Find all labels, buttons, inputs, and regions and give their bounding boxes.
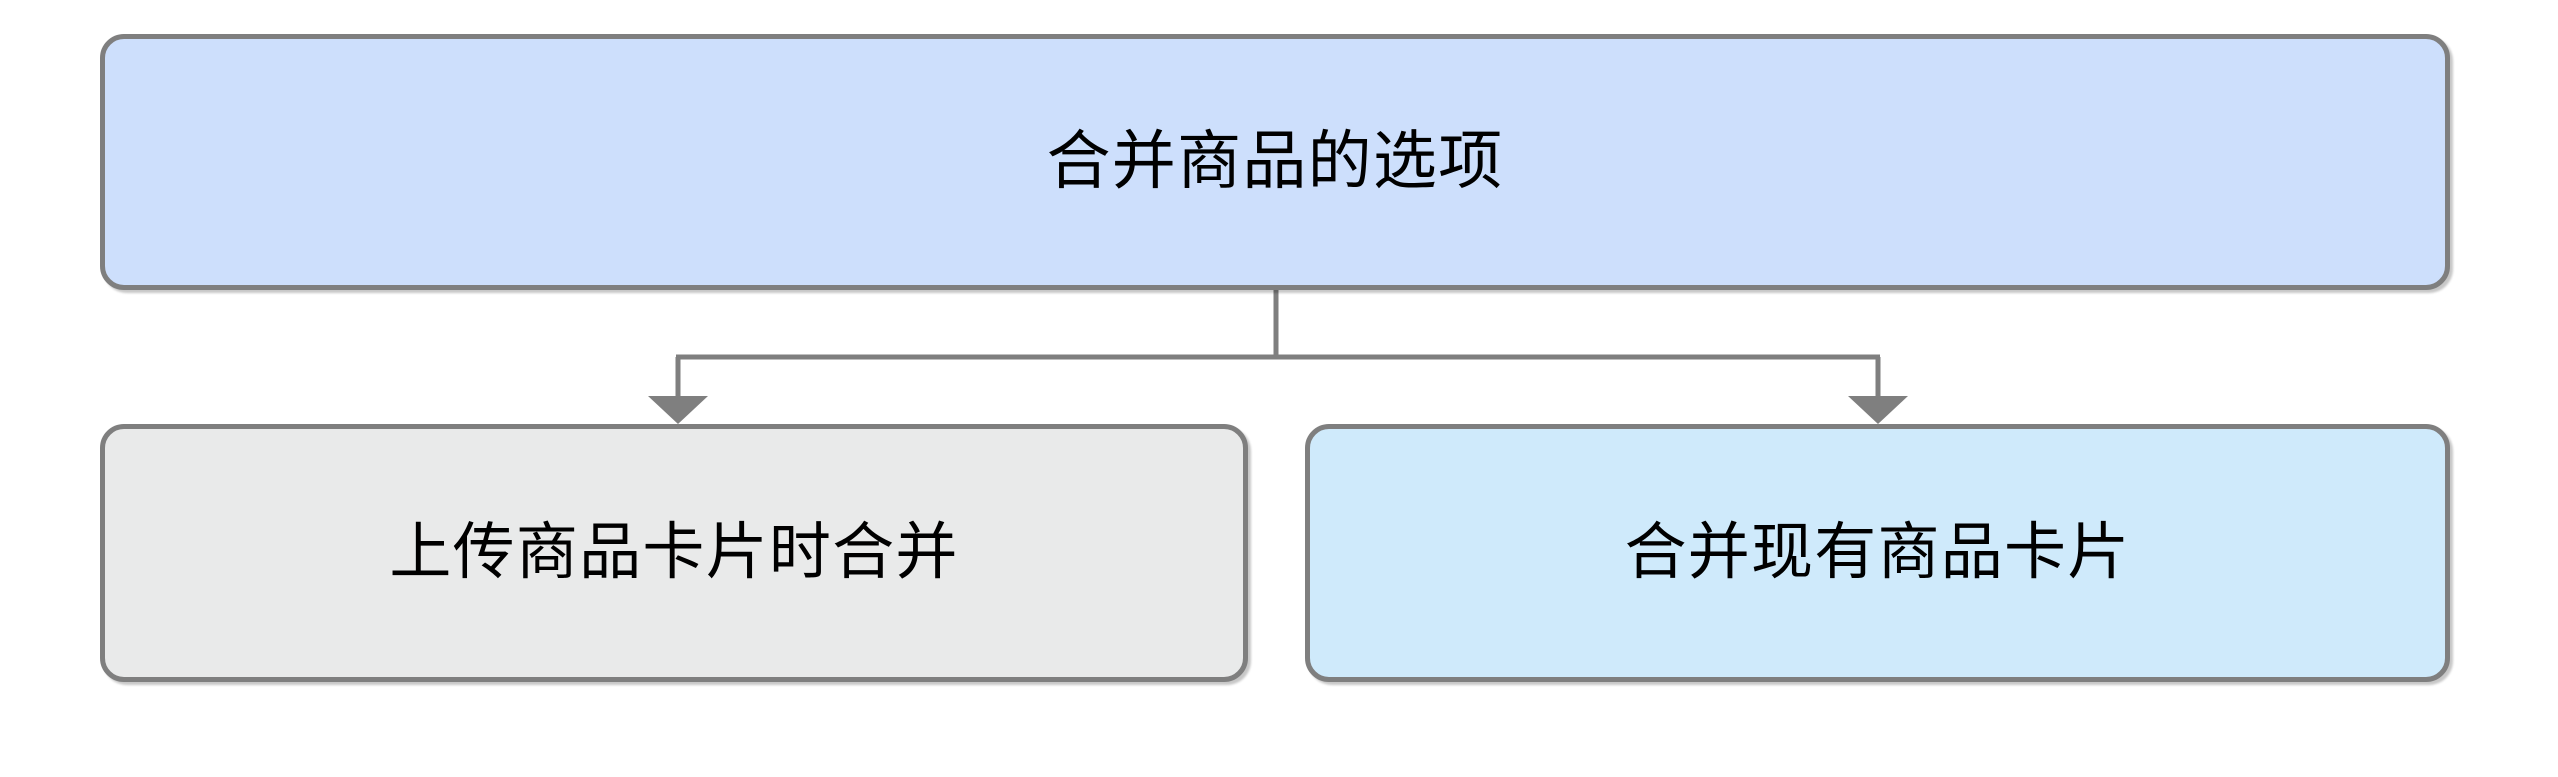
arrowhead-left-icon (648, 396, 708, 424)
arrowhead-right-icon (1848, 396, 1908, 424)
node-merge-on-upload[interactable]: 上传商品卡片时合并 (100, 424, 1248, 682)
node-merge-on-upload-label: 上传商品卡片时合并 (389, 518, 959, 587)
node-merge-existing-label: 合并现有商品卡片 (1624, 518, 2131, 587)
node-root[interactable]: 合并商品的选项 (100, 34, 2450, 290)
node-merge-existing[interactable]: 合并现有商品卡片 (1305, 424, 2450, 682)
node-root-label: 合并商品的选项 (1046, 125, 1504, 197)
